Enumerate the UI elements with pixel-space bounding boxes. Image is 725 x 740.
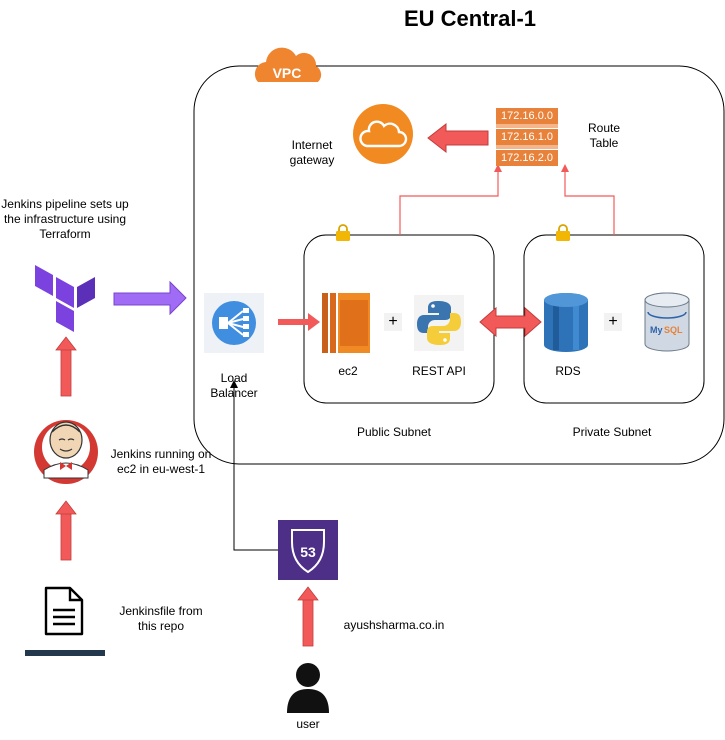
- plus-sign: +: [388, 313, 398, 330]
- plus-sign: +: [608, 313, 618, 330]
- route-gap: [496, 124, 558, 128]
- domain-label: ayushsharma.co.in: [343, 618, 445, 632]
- vpc-badge-label: VPC: [273, 65, 302, 81]
- route-entry: 172.16.2.0: [496, 150, 558, 166]
- private-subnet-route-line: [564, 170, 615, 235]
- route53-icon: 53: [278, 520, 338, 580]
- svg-text:53: 53: [300, 544, 316, 560]
- route-entry: 172.16.0.0: [496, 108, 558, 124]
- public-subnet-label: Public Subnet: [356, 425, 432, 439]
- arrow-doc-to-jenkins: [55, 500, 77, 561]
- route53-to-lb-line: [233, 384, 278, 551]
- ec2-label: ec2: [338, 364, 358, 378]
- rds-label: RDS: [555, 364, 581, 378]
- document-icon: [44, 586, 84, 636]
- repo-banner: [25, 650, 105, 656]
- route-entry: 172.16.1.0: [496, 129, 558, 145]
- arrow-api-to-rds: [479, 306, 542, 338]
- user-icon: [287, 663, 329, 713]
- arrow-lb-to-ec2: [278, 313, 320, 331]
- public-subnet-route-line: [399, 170, 499, 235]
- load-balancer-icon: [204, 293, 264, 353]
- region-title: EU Central-1: [403, 6, 537, 31]
- route-gap: [496, 145, 558, 149]
- rds-icon: [544, 293, 588, 352]
- mysql-icon: My SQL: [644, 292, 690, 352]
- svg-text:My: My: [650, 325, 663, 335]
- cloud-icon: [353, 104, 413, 164]
- jenkins-icon: [34, 420, 98, 484]
- python-icon: [414, 295, 464, 351]
- arrow-routetable-to-igw: [427, 122, 489, 154]
- arrow-user-to-route53: [297, 586, 319, 647]
- ec2-icon: [322, 293, 370, 353]
- rest-api-label: REST API: [412, 364, 466, 378]
- terraform-icon: [35, 265, 95, 332]
- vpc-container: [193, 65, 725, 465]
- svg-text:SQL: SQL: [664, 325, 683, 335]
- vpc-badge-icon: VPC: [254, 47, 322, 82]
- lock-icon: [556, 224, 570, 241]
- user-label: user: [296, 717, 320, 731]
- private-subnet-label: Private Subnet: [572, 425, 652, 439]
- lock-icon: [336, 224, 350, 241]
- arrow-jenkins-to-terraform: [55, 336, 77, 397]
- arrow-terraform-to-vpc: [113, 280, 187, 316]
